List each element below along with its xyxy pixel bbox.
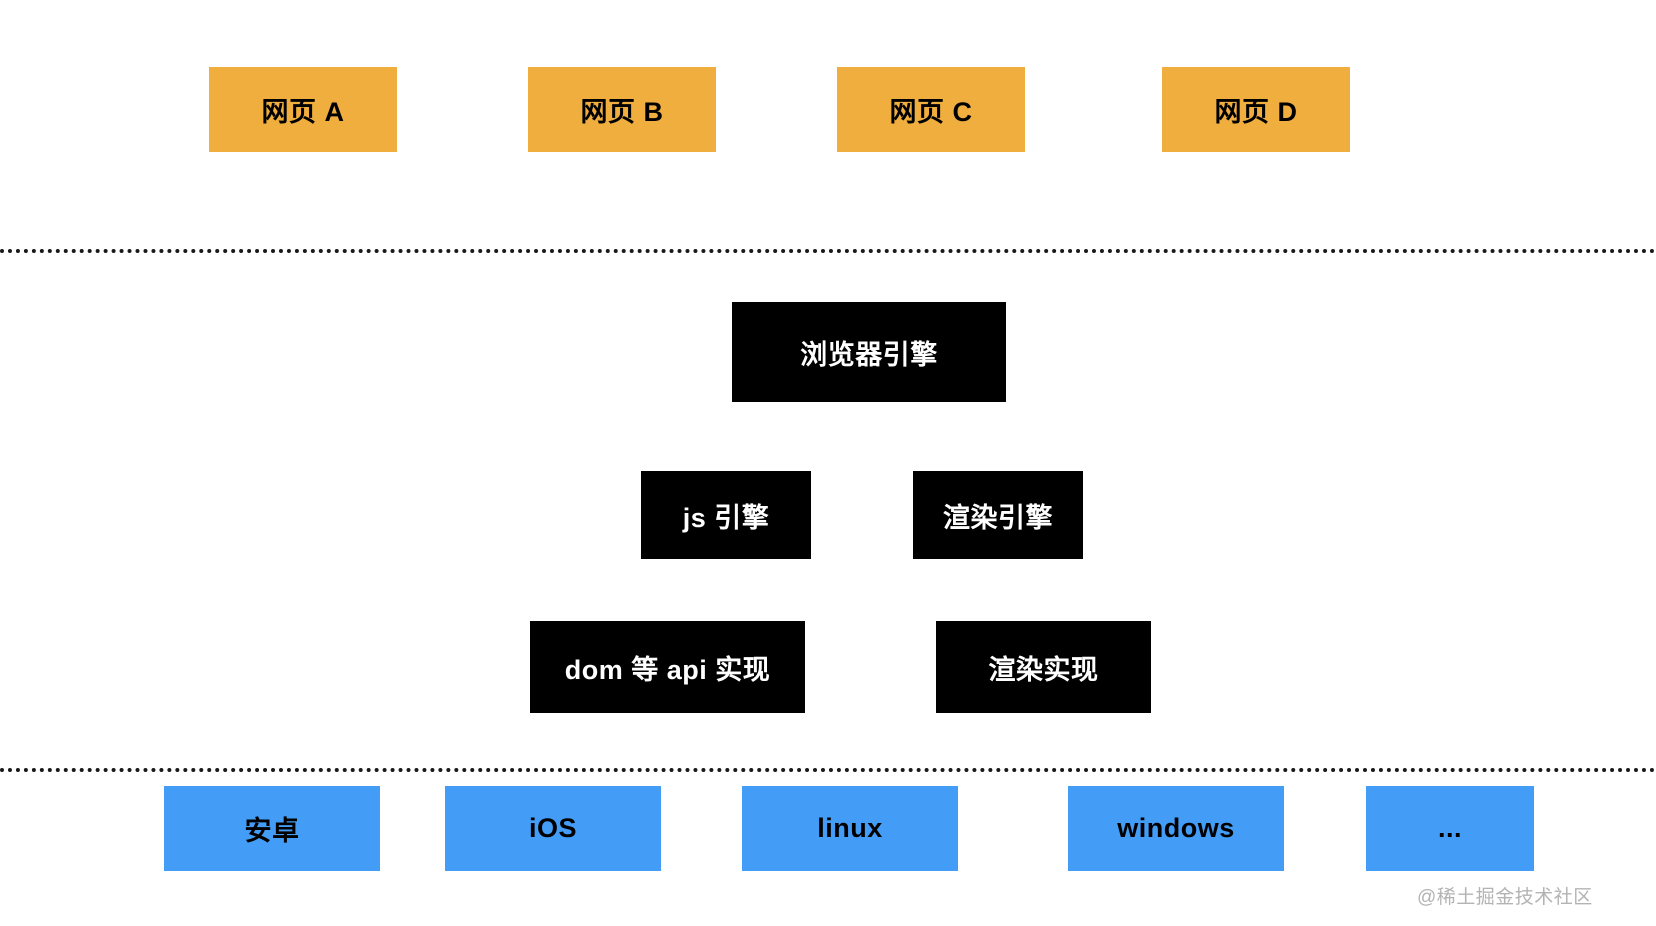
- dom-api-impl-label: dom 等 api 实现: [564, 654, 771, 685]
- browser-engine-label: 浏览器引擎: [800, 339, 938, 370]
- web-page-box-c: 网页 C: [837, 67, 1025, 152]
- os-box-android: 安卓: [164, 786, 380, 871]
- os-label-windows: windows: [1117, 813, 1235, 843]
- render-engine-label: 渲染引擎: [943, 502, 1053, 533]
- watermark: @稀土掘金技术社区: [1417, 887, 1593, 908]
- js-engine-label: js 引擎: [682, 502, 770, 533]
- web-page-label-d: 网页 D: [1214, 97, 1298, 127]
- web-page-label-c: 网页 C: [889, 97, 973, 127]
- os-label-more: ...: [1437, 813, 1462, 843]
- os-label-linux: linux: [817, 813, 883, 843]
- browser-engine-box: 浏览器引擎: [732, 302, 1006, 402]
- web-page-box-a: 网页 A: [209, 67, 397, 152]
- web-page-label-a: 网页 A: [261, 97, 345, 127]
- os-box-windows: windows: [1068, 786, 1284, 871]
- render-engine-box: 渲染引擎: [913, 471, 1083, 559]
- web-page-label-b: 网页 B: [580, 97, 664, 127]
- os-label-ios: iOS: [528, 813, 577, 843]
- js-engine-box: js 引擎: [641, 471, 811, 559]
- os-box-ios: iOS: [445, 786, 661, 871]
- dom-api-impl-box: dom 等 api 实现: [530, 621, 805, 713]
- os-label-android: 安卓: [244, 816, 300, 846]
- web-page-box-b: 网页 B: [528, 67, 716, 152]
- render-impl-box: 渲染实现: [936, 621, 1151, 713]
- os-box-linux: linux: [742, 786, 958, 871]
- os-box-more: ...: [1366, 786, 1534, 871]
- divider-bottom: [0, 768, 1656, 772]
- web-page-box-d: 网页 D: [1162, 67, 1350, 152]
- divider-top: [0, 249, 1656, 253]
- render-impl-label: 渲染实现: [988, 654, 1099, 685]
